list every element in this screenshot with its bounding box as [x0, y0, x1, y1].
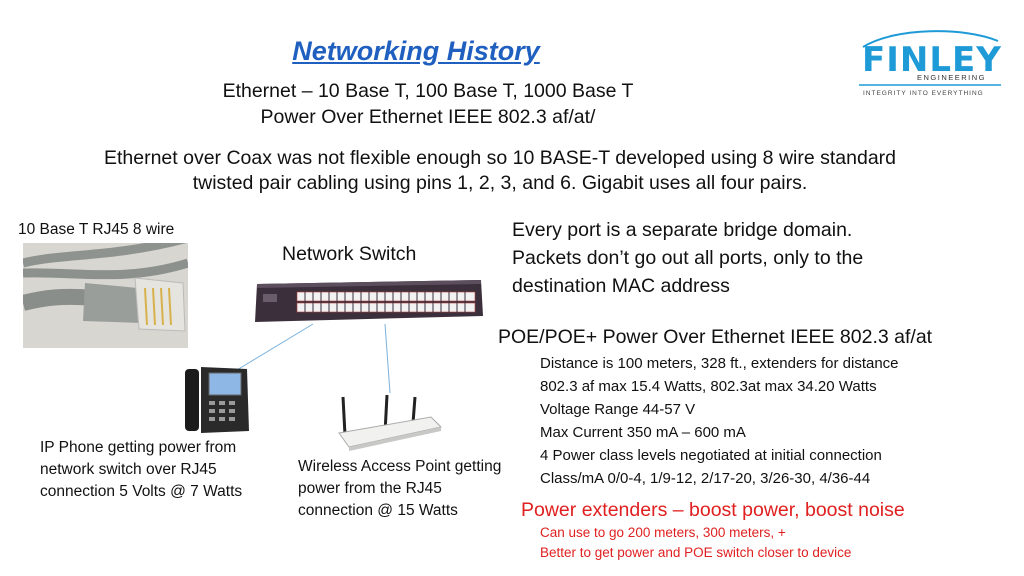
- switch-label: Network Switch: [282, 243, 417, 265]
- poe-bullet: Class/mA 0/0-4, 1/9-12, 2/17-20, 3/26-30…: [540, 470, 871, 487]
- cable-strand-1: [23, 243, 187, 268]
- phone-caption: IP Phone getting power from network swit…: [40, 437, 290, 503]
- ap-caption-line-1: Wireless Access Point getting: [298, 458, 502, 475]
- ip-phone-image: [183, 365, 251, 435]
- poe-bullet: 4 Power class levels negotiated at initi…: [540, 447, 882, 464]
- poe-bullet-list: Distance is 100 meters, 328 ft., extende…: [540, 352, 1010, 490]
- bridge-line-3: destination MAC address: [512, 275, 730, 297]
- intro-paragraph: Ethernet over Coax was not flexible enou…: [10, 146, 990, 196]
- poe-bullet: Max Current 350 mA – 600 mA: [540, 424, 746, 441]
- rj45-boot: [83, 283, 141, 323]
- poe-bullet: 802.3 af max 15.4 Watts, 802.3at max 34.…: [540, 378, 877, 395]
- intro-line-2: twisted pair cabling using pins 1, 2, 3,…: [192, 172, 808, 194]
- cable-caption: 10 Base T RJ45 8 wire: [18, 221, 175, 238]
- phone-caption-line-3: connection 5 Volts @ 7 Watts: [40, 483, 243, 500]
- phone-caption-line-2: network switch over RJ45: [40, 461, 217, 478]
- logo-tagline: INTEGRITY INTO EVERYTHING: [863, 90, 984, 97]
- poe-bullet: Distance is 100 meters, 328 ft., extende…: [540, 355, 899, 372]
- phone-handset: [185, 369, 199, 431]
- slide-title: Networking History: [292, 36, 540, 66]
- bridge-line-1: Every port is a separate bridge domain.: [512, 219, 853, 241]
- rj45-cable-photo: [23, 243, 188, 348]
- access-point-image: [335, 393, 445, 453]
- poe-bullet: Voltage Range 44-57 V: [540, 401, 696, 418]
- phone-caption-line-1: IP Phone getting power from: [40, 439, 237, 456]
- bridge-domain-text: Every port is a separate bridge domain. …: [512, 216, 1002, 300]
- logo-engineering-text: ENGINEERING: [917, 73, 986, 82]
- line-switch-to-phone: [231, 323, 314, 374]
- extenders-heading: Power extenders – boost power, boost noi…: [521, 499, 905, 521]
- extenders-bullet: Can use to go 200 meters, 300 meters, +: [540, 525, 786, 540]
- extenders-bullet: Better to get power and POE switch close…: [540, 545, 852, 560]
- intro-line-1: Ethernet over Coax was not flexible enou…: [103, 147, 897, 169]
- line-switch-to-ap: [384, 323, 391, 394]
- subtitle-poe: Power Over Ethernet IEEE 802.3 af/at/: [260, 106, 596, 128]
- logo-brand-text: FINLEY: [862, 40, 1002, 80]
- ap-antenna-right: [411, 396, 417, 424]
- extenders-bullet-list: Can use to go 200 meters, 300 meters, + …: [540, 523, 1010, 563]
- phone-screen: [208, 372, 242, 396]
- ap-caption-line-3: connection @ 15 Watts: [298, 502, 458, 519]
- ap-antenna-left: [341, 396, 347, 436]
- ap-caption-line-2: power from the RJ45: [298, 480, 442, 497]
- finley-logo: FINLEY ENGINEERING INTEGRITY INTO EVERYT…: [855, 25, 1005, 105]
- ap-caption: Wireless Access Point getting power from…: [298, 456, 528, 522]
- cable-strand-2: [23, 258, 188, 280]
- network-switch-image: [253, 278, 485, 324]
- poe-heading: POE/POE+ Power Over Ethernet IEEE 802.3 …: [498, 326, 933, 348]
- logo-swoosh: [862, 30, 999, 48]
- bridge-line-2: Packets don’t go out all ports, only to …: [512, 247, 864, 269]
- subtitle-ethernet: Ethernet – 10 Base T, 100 Base T, 1000 B…: [222, 80, 634, 102]
